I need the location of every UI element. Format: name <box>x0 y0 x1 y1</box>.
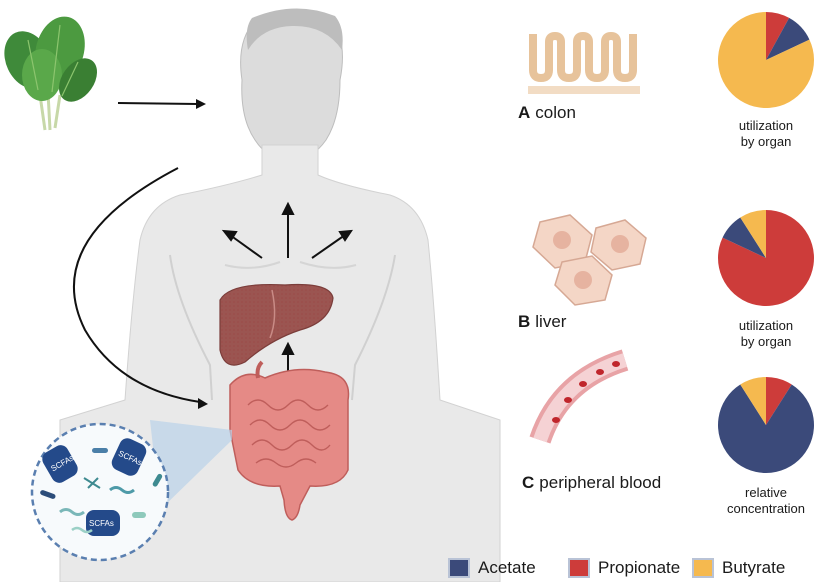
pie-slice-butyrate-b <box>740 210 766 258</box>
legend-swatch-acetate <box>448 558 470 578</box>
spinach-icon <box>4 16 98 131</box>
enterohepatic-arrow <box>72 167 208 409</box>
liver-cells-icon <box>532 214 647 306</box>
microbiome-icon: SCFAs SCFAs SCFAs <box>30 422 170 562</box>
zoom-cone <box>150 420 232 510</box>
pie-slice-butyrate-c <box>740 377 766 425</box>
legend-butyrate: Butyrate <box>692 557 785 579</box>
scfa-label: SCFAs <box>89 519 114 528</box>
pie-slice-propionate-a <box>766 12 790 60</box>
arrow-spinach-to-body <box>117 99 206 109</box>
colon-villi-icon <box>528 31 640 94</box>
blood-vessel-icon <box>529 349 629 444</box>
distribution-arrows <box>221 201 353 378</box>
pie-slice-acetate-a <box>766 17 810 60</box>
pie-slice-acetate-b <box>722 217 766 258</box>
intestine-icon <box>229 360 350 521</box>
pie-slice-acetate-c <box>718 384 814 473</box>
legend-acetate: Acetate <box>448 557 536 579</box>
pie-slice-butyrate-a <box>718 12 814 108</box>
legend-swatch-propionate <box>568 558 590 578</box>
pie-charts <box>717 12 814 473</box>
pie-slice-propionate-c <box>766 377 792 425</box>
legend-swatch-butyrate <box>692 558 714 578</box>
liver-icon <box>219 283 334 366</box>
legend-propionate: Propionate <box>568 557 680 579</box>
